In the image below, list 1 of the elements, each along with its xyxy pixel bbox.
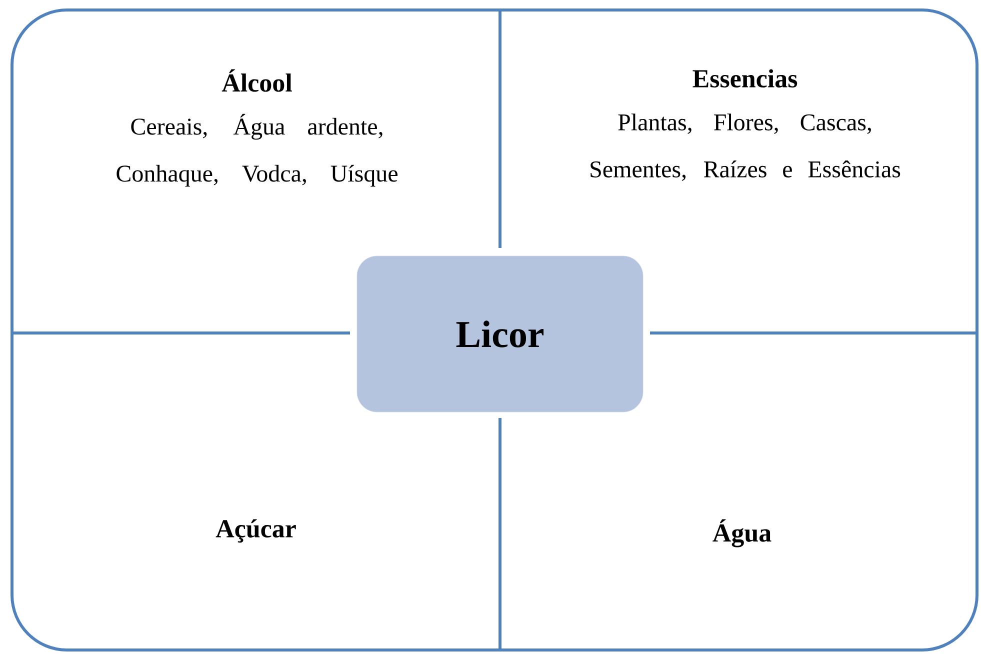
center-box: Licor: [356, 256, 644, 412]
